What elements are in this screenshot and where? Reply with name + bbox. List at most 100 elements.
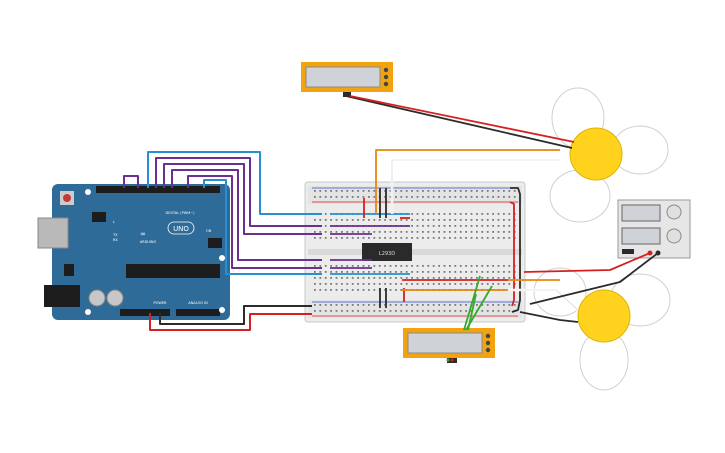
breadboard-hole [341, 196, 343, 198]
breadboard-hole [351, 190, 354, 192]
breadboard-hole [438, 190, 440, 192]
breadboard-hole [497, 213, 500, 215]
breadboard-hole [497, 265, 500, 267]
breadboard-hole [432, 219, 435, 221]
breadboard-hole [341, 219, 343, 221]
breadboard-hole [465, 237, 467, 239]
breadboard-hole [486, 219, 489, 221]
breadboard-hole [492, 237, 494, 239]
breadboard-hole [497, 231, 500, 233]
breadboard-hole [357, 196, 359, 198]
breadboard-hole [319, 277, 322, 279]
breadboard-hole [432, 283, 435, 285]
breadboard-hole [368, 231, 370, 233]
power-supply[interactable] [617, 199, 691, 259]
breadboard-hole [400, 237, 403, 239]
breadboard-hole [400, 265, 403, 267]
breadboard-hole [411, 231, 413, 233]
breadboard-hole [341, 283, 343, 285]
wires-arduino-breadboard[interactable] [123, 151, 322, 331]
breadboard-hole [443, 196, 446, 198]
breadboard-hole [335, 283, 338, 285]
breadboard-hole [362, 237, 365, 239]
breadboard-hole [503, 271, 505, 273]
breadboard-hole [341, 237, 343, 239]
breadboard-hole [384, 265, 386, 267]
breadboard-hole [351, 219, 354, 221]
breadboard-hole [324, 196, 327, 198]
breadboard-hole [384, 231, 386, 233]
chip-label: L293D [379, 251, 395, 257]
breadboard-hole [486, 237, 489, 239]
breadboard-hole [492, 283, 494, 285]
breadboard-hole [357, 231, 359, 233]
breadboard-hole [422, 196, 424, 198]
breadboard-hole [362, 190, 365, 192]
breadboard-hole [427, 190, 430, 192]
breadboard-hole [454, 219, 457, 221]
breadboard-hole [341, 310, 343, 312]
top-slide-module[interactable] [301, 62, 393, 97]
breadboard-hole [378, 310, 381, 312]
breadboard-hole [416, 190, 419, 192]
breadboard-hole [389, 289, 392, 291]
breadboard-hole [486, 265, 489, 267]
breadboard-hole [373, 271, 376, 273]
breadboard-hole [319, 231, 322, 233]
breadboard-hole [449, 283, 451, 285]
breadboard-hole [470, 225, 473, 227]
breadboard-hole [319, 283, 322, 285]
breadboard-hole [378, 219, 381, 221]
tx-label: TX [112, 233, 118, 237]
breadboard-hole [400, 190, 403, 192]
breadboard-hole [411, 310, 413, 312]
breadboard-hole [362, 289, 365, 291]
breadboard-hole [378, 265, 381, 267]
breadboard-hole [395, 196, 397, 198]
breadboard-hole [427, 219, 430, 221]
breadboard-hole [492, 225, 494, 227]
breadboard-hole [330, 237, 332, 239]
breadboard-hole [503, 213, 505, 215]
breadboard-hole [459, 265, 462, 267]
breadboard-hole [438, 213, 440, 215]
breadboard-hole [378, 271, 381, 273]
motor-top[interactable] [549, 87, 669, 223]
breadboard-hole [492, 213, 494, 215]
breadboard-hole [411, 265, 413, 267]
breadboard-hole [465, 225, 467, 227]
breadboard-hole [335, 310, 338, 312]
breadboard-hole [508, 304, 511, 306]
breadboard-hole [443, 310, 446, 312]
breadboard-hole [389, 265, 392, 267]
reset-button[interactable] [63, 194, 71, 202]
breadboard-hole [351, 271, 354, 273]
breadboard-hole [378, 231, 381, 233]
breadboard[interactable] [304, 181, 526, 323]
arduino-uno-board[interactable]: ∞ ARDUINO UNO DIGITAL (PWM~) POWER ANALO… [37, 184, 230, 320]
breadboard-hole [508, 196, 511, 198]
breadboard-hole [368, 310, 370, 312]
breadboard-hole [459, 231, 462, 233]
wires-external[interactable] [345, 95, 659, 331]
breadboard-hole [335, 196, 338, 198]
breadboard-hole [341, 277, 343, 279]
breadboard-hole [470, 277, 473, 279]
breadboard-hole [497, 283, 500, 285]
breadboard-hole [497, 310, 500, 312]
breadboard-hole [427, 271, 430, 273]
breadboard-hole [481, 265, 484, 267]
breadboard-hole [438, 304, 440, 306]
breadboard-hole [314, 277, 316, 279]
l293d-chip[interactable]: L293D [362, 243, 412, 261]
breadboard-hole [459, 283, 462, 285]
breadboard-hole [427, 237, 430, 239]
breadboard-hole [411, 190, 413, 192]
breadboard-hole [486, 225, 489, 227]
breadboard-hole [346, 271, 349, 273]
l-label: L [113, 220, 115, 224]
bottom-slide-module[interactable] [403, 328, 495, 363]
breadboard-hole [427, 310, 430, 312]
breadboard-hole [378, 283, 381, 285]
